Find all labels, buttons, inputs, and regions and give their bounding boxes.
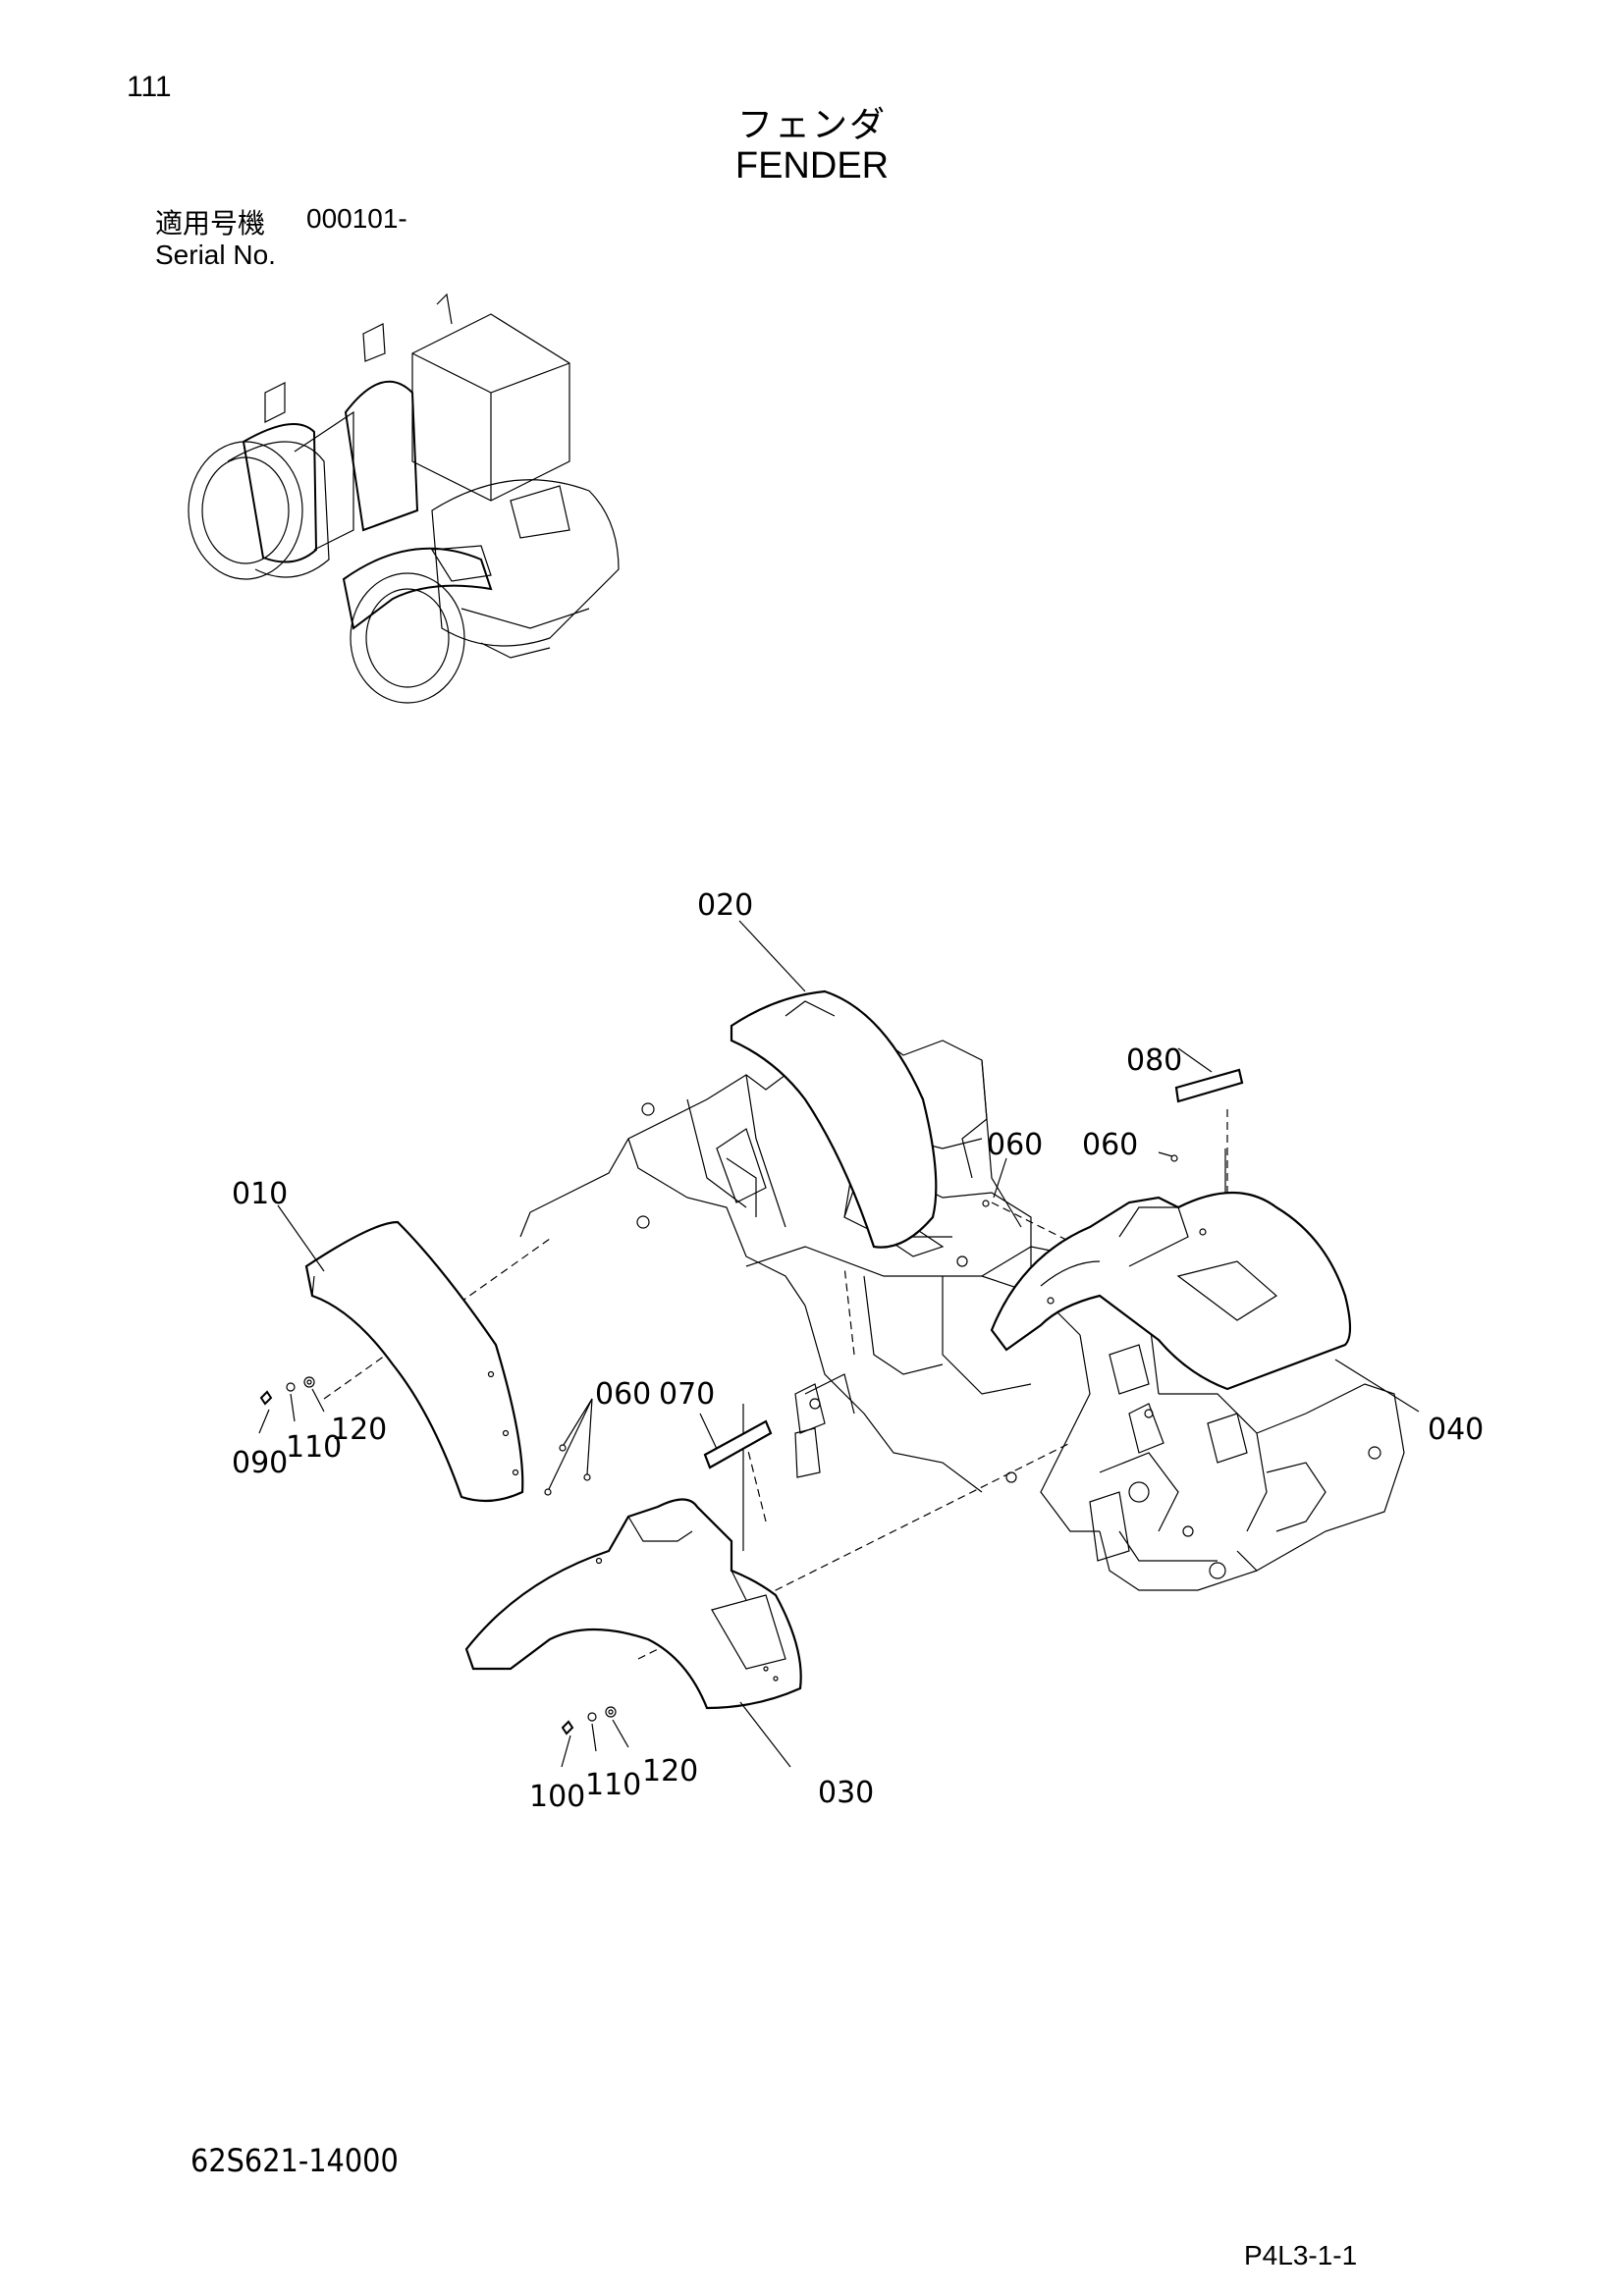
callout-080: 080 (1126, 1043, 1182, 1078)
callout-120-upper: 120 (331, 1413, 387, 1447)
bolt-100-set (561, 1706, 617, 1735)
callout-110-upper: 110 (286, 1430, 342, 1465)
callout-120-lower: 120 (642, 1754, 698, 1789)
page-number: 111 (127, 71, 172, 103)
fender-040 (990, 1192, 1352, 1391)
callout-060-right: 060 (1082, 1128, 1138, 1162)
callout-010: 010 (232, 1177, 288, 1211)
callout-030: 030 (818, 1776, 874, 1810)
callout-060-lower: 060 (595, 1377, 651, 1412)
callout-070: 070 (659, 1377, 715, 1412)
callout-110-lower: 110 (585, 1768, 641, 1802)
machine-overview-illustration (188, 293, 620, 704)
strip-070 (703, 1419, 773, 1469)
callout-060-center: 060 (987, 1128, 1043, 1162)
bolt-090-set (259, 1376, 315, 1406)
callout-040: 040 (1428, 1413, 1484, 1447)
leader-lines (258, 920, 1420, 1768)
page-title-japanese: フェンダ (736, 105, 887, 145)
page-title: FENDER (734, 145, 890, 187)
callout-labels: 010 020 030 040 060 060 060 070 080 090 … (232, 888, 1484, 1814)
fender-030 (464, 1498, 802, 1710)
callout-100: 100 (529, 1780, 585, 1814)
strip-080 (1174, 1068, 1244, 1103)
callout-020: 020 (697, 888, 753, 923)
page-reference: P4L3-1-1 (1244, 2240, 1358, 2270)
serial-label: Serial No. (155, 240, 276, 270)
fender-020 (730, 989, 938, 1249)
serial-label-japanese: 適用号機 (155, 207, 266, 240)
fender-010 (304, 1220, 524, 1503)
callout-090: 090 (232, 1446, 288, 1480)
serial-number-value: 000101- (306, 203, 407, 234)
drawing-number: 62S621-14000 (190, 2142, 399, 2179)
